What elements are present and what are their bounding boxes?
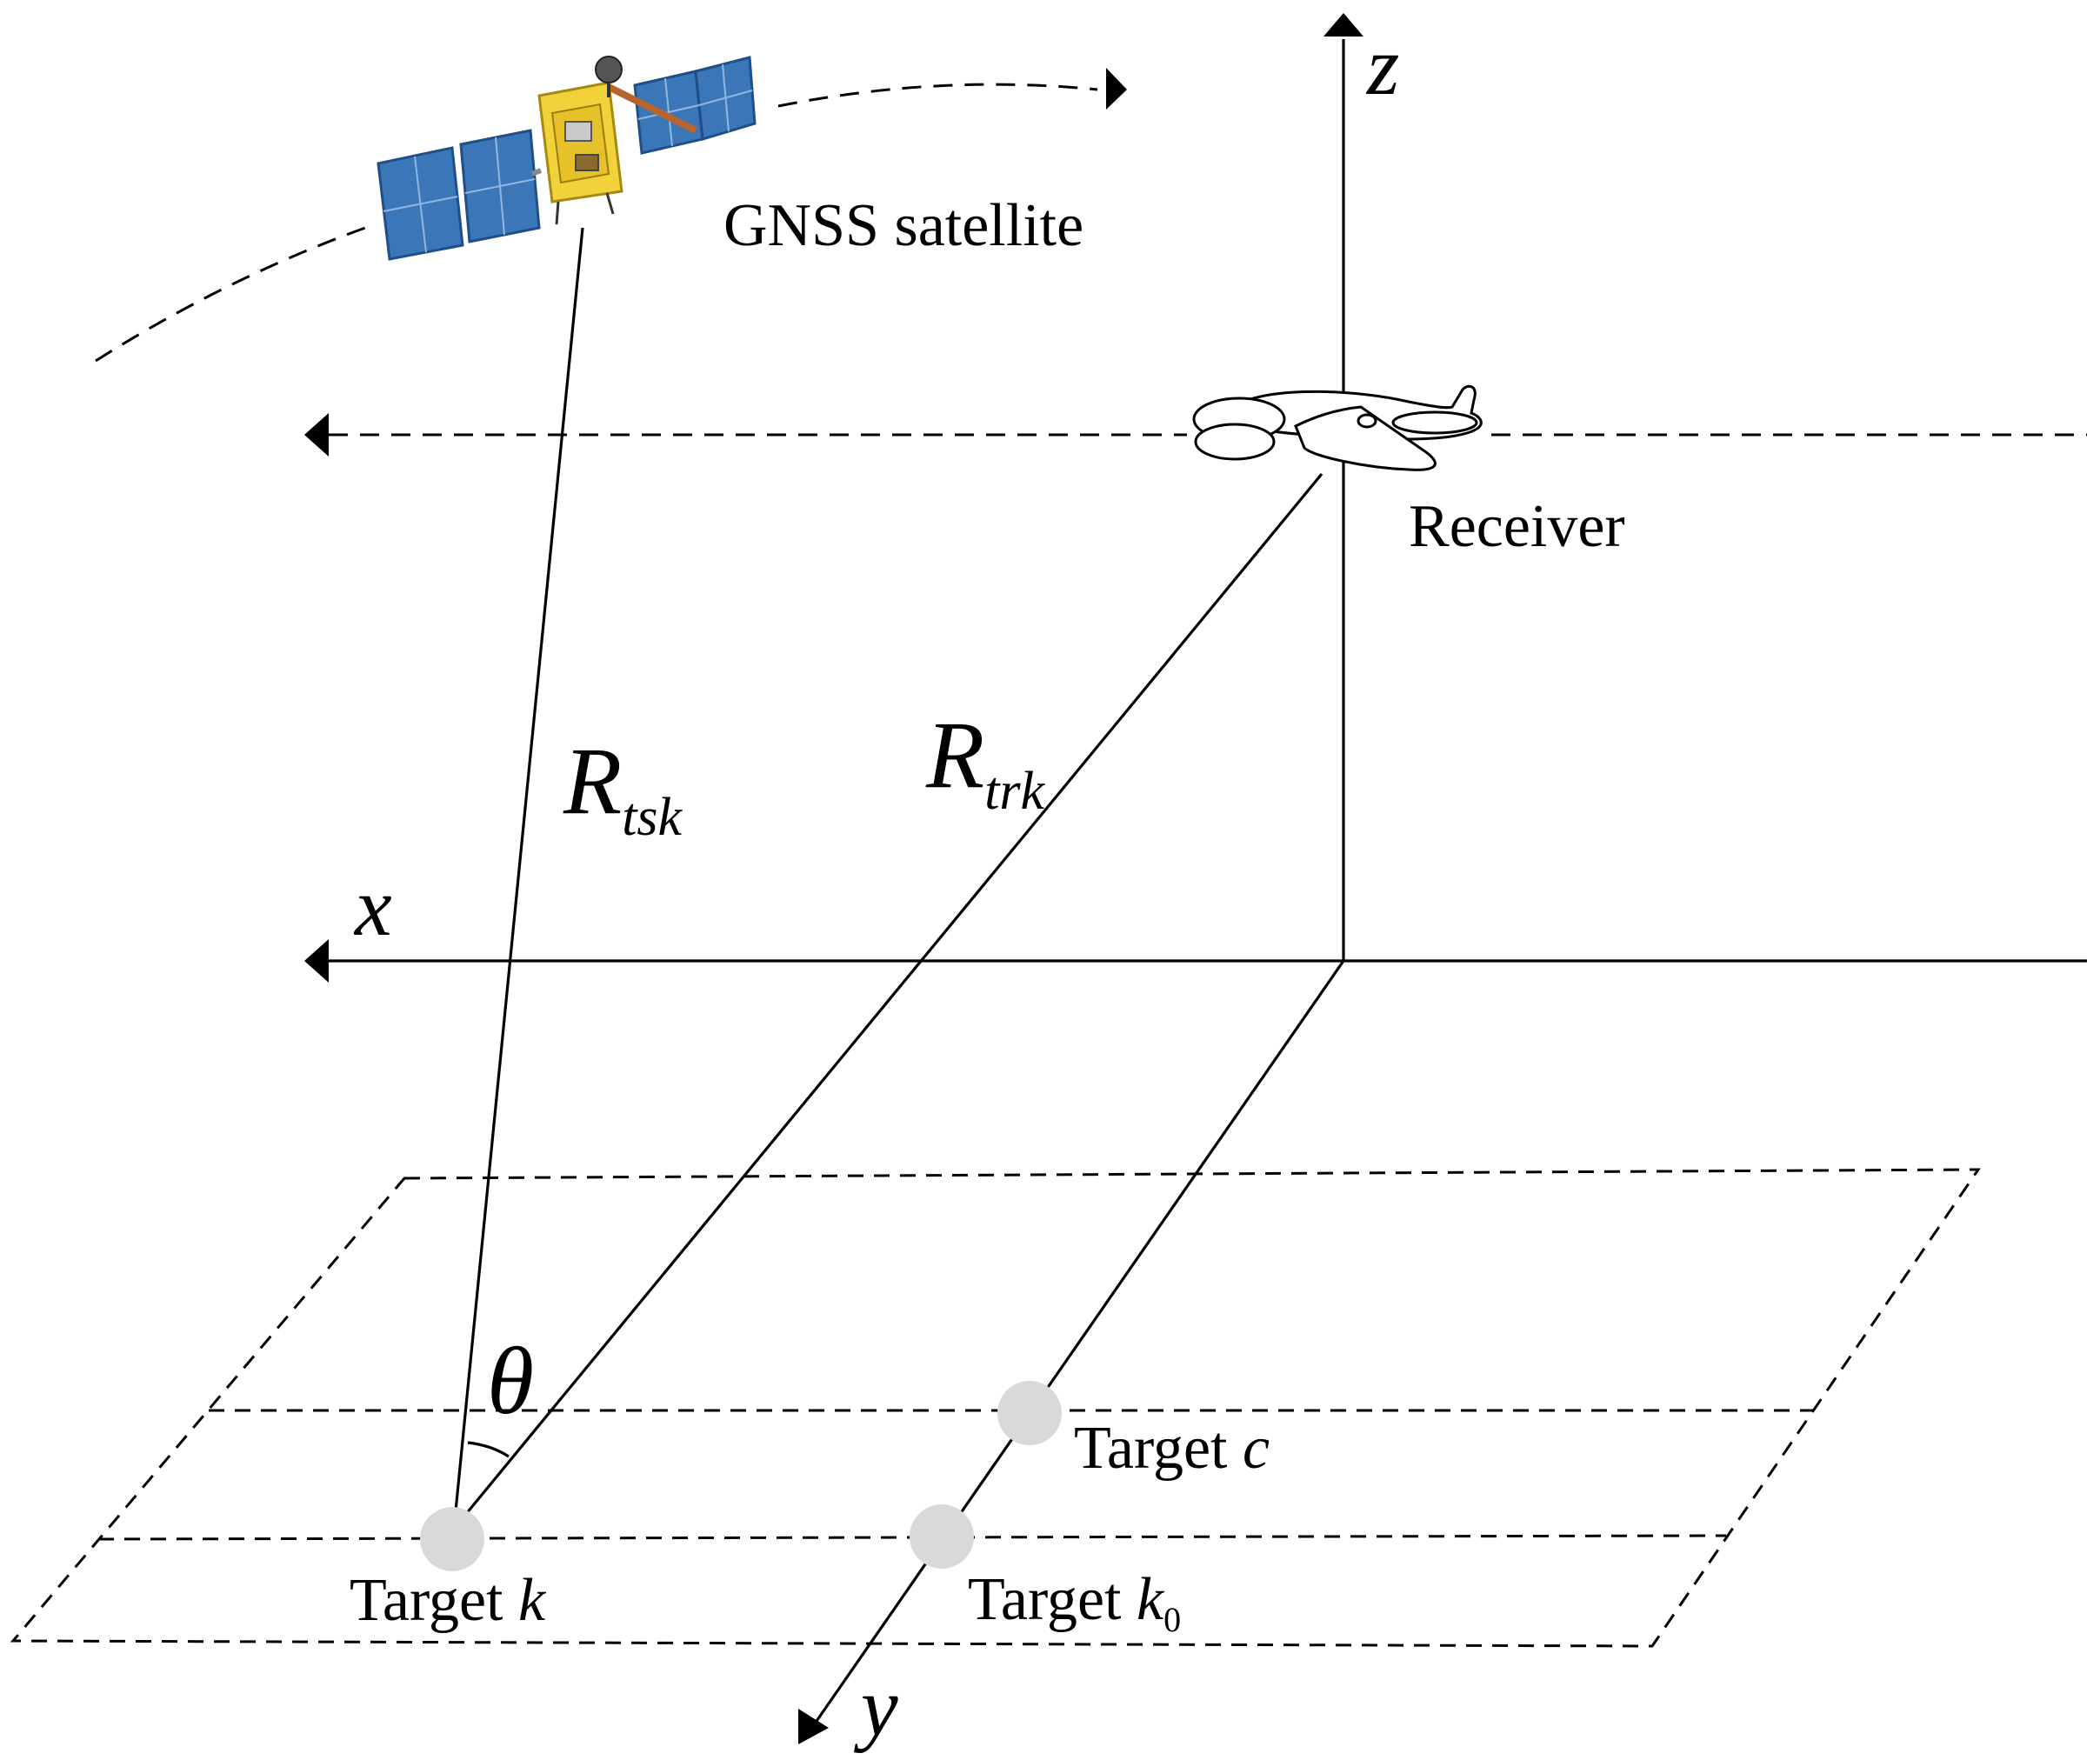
z-axis-label: z [1365, 19, 1399, 112]
path-r-tsk [452, 227, 584, 1530]
r-tsk-symbol: Rtsk [563, 728, 683, 847]
z-axis-arrowhead [1323, 13, 1363, 37]
theta-arc [467, 1441, 510, 1458]
target-k-point [420, 1507, 484, 1571]
satellite-label: GNSS satellite [723, 192, 1083, 259]
orbit-track-right [777, 83, 1098, 108]
target-k-label: Target k [350, 1567, 547, 1634]
r-trk-symbol: Rtrk [925, 702, 1046, 821]
target-c-point [997, 1381, 1062, 1445]
orbit-arrowhead [1106, 68, 1127, 110]
target-c-label: Target c [1074, 1415, 1270, 1482]
orbit-track-left [95, 226, 366, 363]
aircraft-icon [1192, 384, 1483, 471]
y-axis-arrowhead [798, 1709, 829, 1744]
ground-scene-outline [10, 1168, 1981, 1648]
path-r-trk [452, 472, 1323, 1530]
receiver-label: Receiver [1409, 493, 1625, 560]
y-axis-label: y [853, 1660, 898, 1753]
satellite-icon [377, 56, 757, 261]
y-axis-line [811, 960, 1345, 1727]
target-k0-label: Target k0 [968, 1566, 1181, 1639]
theta-symbol: θ [487, 1328, 534, 1434]
target-k0-point [910, 1504, 974, 1569]
x-axis-arrowhead [304, 939, 329, 983]
x-axis-label: x [353, 860, 392, 953]
flight-path-arrowhead [304, 413, 329, 457]
